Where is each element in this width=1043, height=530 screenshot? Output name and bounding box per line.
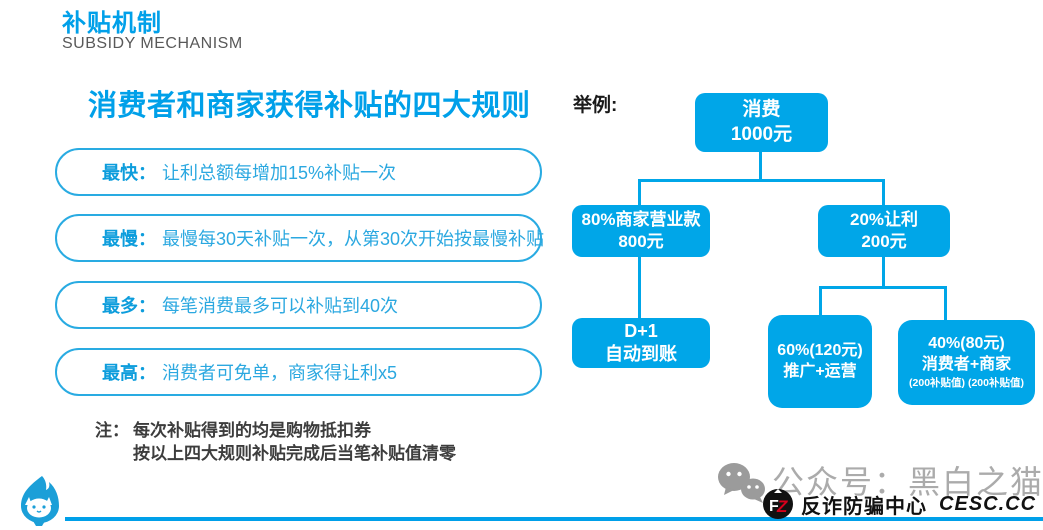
note: 注： 每次补贴得到的均是购物抵扣券 按以上四大规则补贴完成后当笔补贴值清零 [95,420,456,466]
wechat-icon [716,461,768,510]
flow-connector [638,257,641,319]
rule-highest-text: 消费者可免单，商家得让利x5 [162,363,398,383]
rule-slowest-label: 最慢： [102,229,156,249]
flow-node-rebate-line2: 200元 [861,232,907,251]
flow-connector [759,152,762,180]
flow-node-promotion-line2: 推广+运营 [783,362,857,380]
anti-fraud-logo-icon: F Z [763,489,793,519]
rule-most-text: 每笔消费最多可以补贴到40次 [162,296,399,316]
flow-node-promotion: 60%(120元) 推广+运营 [768,315,872,408]
flow-connector [638,179,641,206]
svg-text:F: F [769,498,779,515]
flow-connector [638,179,885,182]
rule-highest-label: 最高： [102,363,156,383]
rule-slowest-text: 最慢每30天补贴一次，从第30次开始按最慢补贴 [162,229,545,249]
rule-highest: 最高： 消费者可免单，商家得让利x5 [55,348,542,396]
flow-connector [944,286,947,321]
example-label: 举例: [573,95,618,116]
flow-node-rebate: 20%让利 200元 [818,205,950,257]
rules-heading: 消费者和商家获得补贴的四大规则 [88,90,531,122]
page-title: 补贴机制 [62,10,162,37]
flow-node-merchant-line1: 80%商家营业款 [581,209,701,229]
flow-node-consumption: 消费 1000元 [695,93,828,152]
flow-node-d-plus-1-line2: 自动到账 [605,344,677,364]
rule-fastest-text: 让利总额每增加15%补贴一次 [162,163,397,183]
flow-node-d-plus-1-line1: D+1 [624,320,658,341]
note-lines: 每次补贴得到的均是购物抵扣券 按以上四大规则补贴完成后当笔补贴值清零 [133,420,456,466]
flow-node-consumption-line2: 1000元 [730,123,793,145]
bottom-divider [65,517,1043,521]
page-subtitle: SUBSIDY MECHANISM [62,35,243,52]
flow-node-promotion-line1: 60%(120元) [777,341,863,359]
note-line-2: 按以上四大规则补贴完成后当笔补贴值清零 [133,443,456,463]
brand: F Z 反诈防骗中心 CESC.CC [762,488,1036,520]
flow-node-consumption-line1: 消费 [742,98,781,120]
svg-text:Z: Z [776,497,788,516]
flow-node-d-plus-1: D+1 自动到账 [572,318,710,368]
note-label: 注： [95,421,129,440]
watermark-text: 公众号：黑白之猫 [772,464,1043,500]
rule-most-label: 最多： [102,296,156,316]
flow-connector [882,179,885,206]
flow-connector [882,257,885,287]
rule-slowest: 最慢： 最慢每30天补贴一次，从第30次开始按最慢补贴 [55,214,545,262]
flow-node-consumer-line1: 40%(80元) [928,334,1005,352]
flow-node-merchant-revenue: 80%商家营业款 800元 [572,205,710,257]
flow-node-rebate-line1: 20%让利 [849,209,919,229]
rule-most: 最多： 每笔消费最多可以补贴到40次 [55,281,542,329]
flow-connector [819,286,822,316]
cat-mascot-icon [16,475,64,530]
flow-node-merchant-line2: 800元 [618,232,664,251]
flow-node-consumer-line2: 消费者+商家 [921,355,1012,373]
note-line-1: 每次补贴得到的均是购物抵扣券 [133,421,371,440]
brand-site: CESC.CC [939,492,1037,515]
rule-fastest: 最快： 让利总额每增加15%补贴一次 [55,148,542,196]
flow-connector [819,286,947,289]
rule-fastest-label: 最快： [102,163,156,183]
brand-name: 反诈防骗中心 [801,495,927,518]
flow-node-consumer-small: (200补贴值) (200补贴值) [909,377,1024,390]
flow-node-consumer-merchant: 40%(80元) 消费者+商家 (200补贴值) (200补贴值) [898,320,1035,405]
